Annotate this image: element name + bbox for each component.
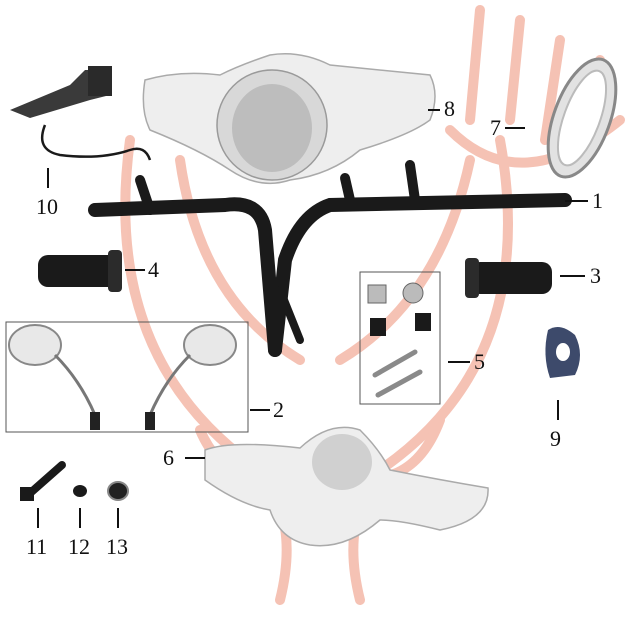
callout-2: 2 <box>273 397 284 422</box>
watermark-logo <box>120 5 625 605</box>
throttle-clamp <box>545 326 580 378</box>
callout-5: 5 <box>474 349 485 374</box>
handlebar <box>88 160 572 357</box>
callout-6: 6 <box>163 445 174 470</box>
leader-lines <box>37 109 588 528</box>
callout-9: 9 <box>550 426 561 451</box>
callout-10: 10 <box>36 194 58 219</box>
washer-small <box>73 485 87 497</box>
washer-large <box>107 481 129 501</box>
headlight-rim <box>546 57 618 179</box>
bolt-kit-frame <box>359 271 441 405</box>
callout-1: 1 <box>592 188 603 213</box>
callout-4: 4 <box>148 257 159 282</box>
callout-8: 8 <box>444 96 455 121</box>
callout-11: 11 <box>26 534 48 559</box>
callout-7: 7 <box>490 115 501 140</box>
brake-lever <box>10 66 152 161</box>
bolt-kit <box>367 282 431 398</box>
callout-12: 12 <box>68 534 90 559</box>
mirror-set <box>8 324 237 430</box>
right-grip <box>465 258 552 298</box>
callout-13: 13 <box>106 534 128 559</box>
left-grip <box>38 250 122 292</box>
mirror-set-frame <box>5 321 249 433</box>
lower-handlebar-cover <box>204 426 489 547</box>
callout-3: 3 <box>590 263 601 288</box>
bolt <box>20 461 66 501</box>
upper-handlebar-cover <box>142 53 436 185</box>
